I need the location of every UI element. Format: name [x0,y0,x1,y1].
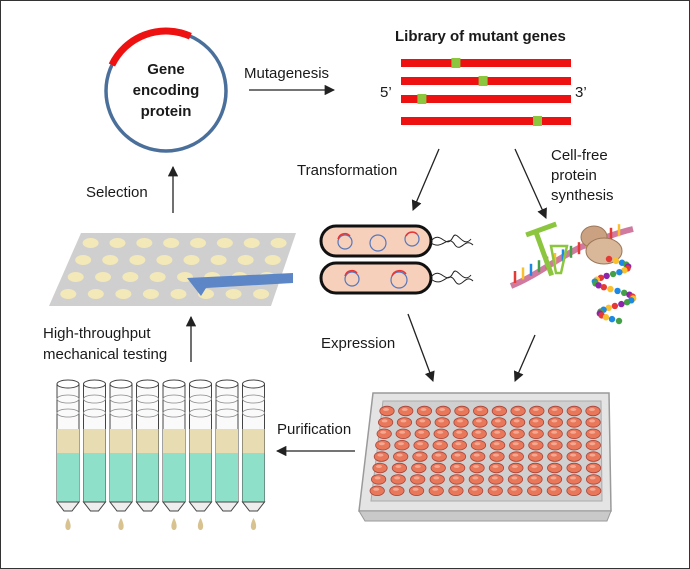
column [82,379,107,512]
cellfree-label-line3: synthesis [551,187,614,204]
gene-bars [401,58,571,126]
bacterium-1 [319,224,474,258]
expression-arrow-left [407,313,435,382]
column [188,379,213,530]
well-plate [358,392,612,522]
gene-bar [401,59,571,67]
mutation-marker [417,94,427,104]
gene-bar [401,95,571,103]
drop [171,518,177,530]
plasmid: Gene encoding protein [104,27,228,153]
transformation-arrow [411,148,440,211]
selection-label: Selection [86,184,148,201]
cellfree-synthesis [509,221,637,325]
column [135,379,160,512]
wells [369,405,602,497]
mutation-marker [451,58,461,68]
drop [197,518,204,530]
drop [65,518,71,530]
drop [250,518,257,530]
pipette-tip [187,273,293,296]
bacteria [319,224,474,295]
mutagenesis-label: Mutagenesis [244,65,329,82]
cellfree-label-line1: Cell-free [551,147,608,164]
selection-plate [49,233,296,306]
expression-arrow-right [513,334,536,382]
purification-columns [55,379,266,530]
column [161,379,187,530]
column [241,379,266,530]
drop [118,518,124,530]
cellfree-arrow [514,148,547,219]
plasmid-label-line3: protein [141,103,192,120]
mutation-marker [533,116,542,126]
expression-label: Expression [321,335,395,352]
protein-chain [591,255,637,325]
three-prime-label: 3’ [575,84,587,101]
mutation-marker [478,76,488,86]
purification-label: Purification [277,421,351,438]
transformation-label: Transformation [297,162,397,179]
plasmid-label-line1: Gene [147,61,185,78]
gene-segment [108,27,192,67]
hts-label-line2: mechanical testing [43,346,167,363]
cellfree-label-line2: protein [551,167,597,184]
column [214,379,240,512]
plasmid-label-line2: encoding [133,82,200,99]
five-prime-label: 5’ [380,84,392,101]
library-title: Library of mutant genes [395,28,566,45]
bacterium-2 [319,261,474,295]
column [55,379,81,530]
hts-label-line1: High-throughput [43,325,151,342]
column [108,379,134,530]
mutant-library: Library of mutant genes 5’ 3’ [380,28,587,126]
gene-bar [401,117,571,125]
